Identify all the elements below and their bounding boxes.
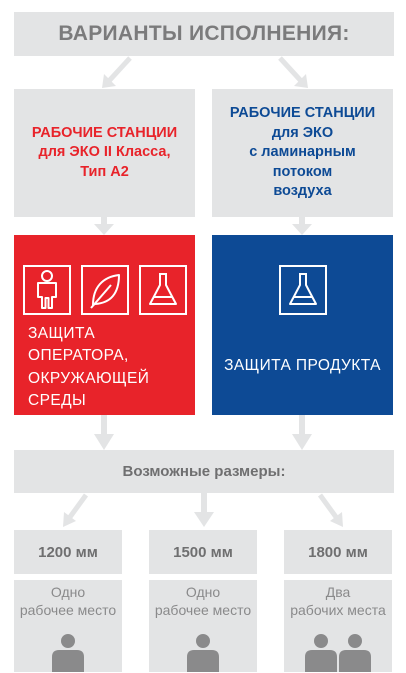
arrow-station-left-down [94, 217, 114, 235]
arrow-sizes-to-1500 [194, 493, 214, 527]
sizes-title: Возможные размеры: [122, 463, 286, 480]
protection-left-line-1: ЗАЩИТА ОПЕРАТОРА, [28, 325, 129, 365]
size-value: 1500 мм [149, 530, 257, 574]
header-box: ВАРИАНТЫ ИСПОЛНЕНИЯ: [14, 12, 394, 56]
person-icon [52, 634, 84, 672]
arrow-header-to-left [102, 56, 132, 88]
protection-panel-left: ЗАЩИТА ОПЕРАТОРА, ОКРУЖАЮЩЕЙ СРЕДЫ И ПРО… [14, 235, 195, 432]
flask-icon [279, 265, 327, 315]
arrow-header-to-right [278, 56, 308, 88]
station-left-line-1: РАБОЧИЕ СТАНЦИИ [31, 124, 178, 141]
size-option-1200: 1200 мм Одно рабочее место [14, 530, 122, 672]
station-right: РАБОЧИЕ СТАНЦИИ для ЭКО с ламинарным пот… [212, 89, 393, 217]
station-left-line-2: для ЭКО II Класса, [38, 144, 171, 161]
size-value: 1800 мм [284, 530, 392, 574]
protection-right-line-1: ЗАЩИТА ПРОДУКТА [224, 357, 381, 374]
workplace-line-1: Одно [50, 584, 86, 600]
arrow-panel-right-down [292, 415, 312, 450]
size-option-1500: 1500 мм Одно рабочее место [149, 530, 257, 672]
workplace-line-2: рабочее место [154, 601, 252, 618]
person-icon [187, 634, 219, 672]
arrow-sizes-to-1200 [63, 493, 89, 527]
leaf-icon [81, 265, 129, 315]
flask-icon [139, 265, 187, 315]
workplace-line-1: Два [325, 584, 351, 600]
protection-right-text: ЗАЩИТА ПРОДУКТА [212, 355, 393, 377]
protection-panel-right: ЗАЩИТА ПРОДУКТА [212, 235, 393, 415]
station-right-line-4: воздуха [273, 183, 332, 200]
person-icon [23, 265, 71, 315]
arrow-sizes-to-1800 [317, 493, 343, 527]
workplace-box: Два рабочих места [284, 580, 392, 672]
arrow-station-right-down [292, 217, 312, 235]
station-right-line-2: для ЭКО [271, 124, 334, 141]
header-title: ВАРИАНТЫ ИСПОЛНЕНИЯ: [58, 22, 350, 45]
station-right-line-3: с ламинарным потоком [249, 144, 356, 180]
size-value: 1200 мм [14, 530, 122, 574]
protection-left-line-2: ОКРУЖАЮЩЕЙ СРЕДЫ [28, 369, 150, 410]
workplace-line-2: рабочих места [290, 601, 386, 618]
station-left: РАБОЧИЕ СТАНЦИИ для ЭКО II Класса, Тип А… [14, 89, 195, 217]
size-option-1800: 1800 мм Два рабочих места [284, 530, 392, 672]
arrow-panel-left-down [94, 415, 114, 450]
two-persons-icon [305, 634, 371, 672]
station-right-line-1: РАБОЧИЕ СТАНЦИИ [229, 105, 376, 122]
sizes-header: Возможные размеры: [14, 450, 394, 493]
workplace-box: Одно рабочее место [149, 580, 257, 672]
workplace-line-1: Одно [185, 584, 221, 600]
workplace-line-2: рабочее место [19, 601, 117, 618]
station-left-line-3: Тип А2 [80, 163, 129, 180]
workplace-box: Одно рабочее место [14, 580, 122, 672]
